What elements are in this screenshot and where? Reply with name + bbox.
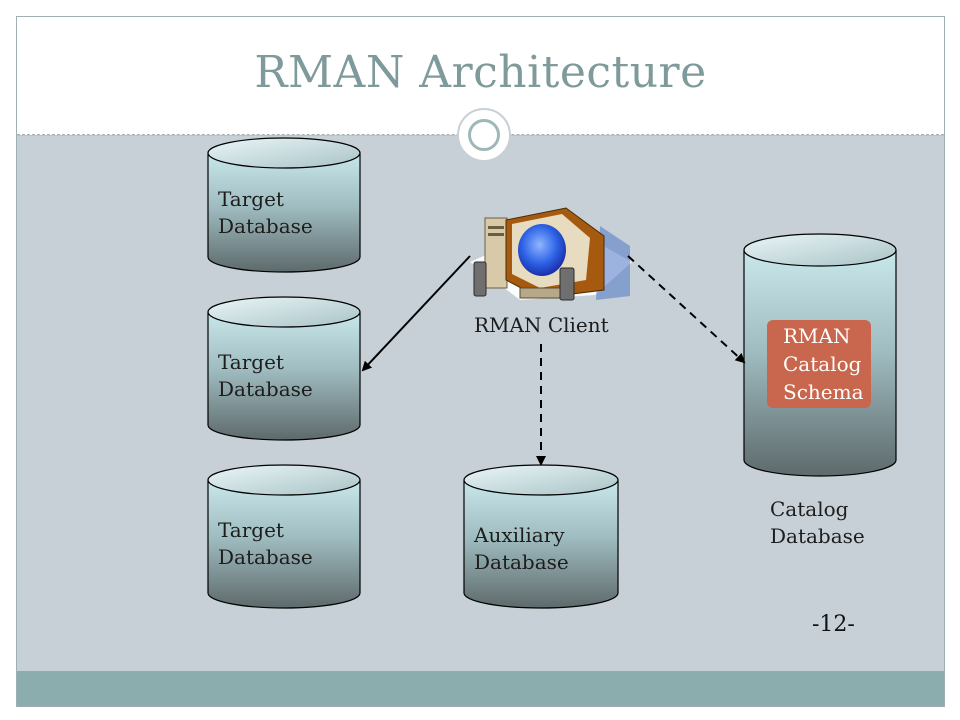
slide-title: RMAN Architecture: [254, 47, 707, 98]
computer-icon: [470, 207, 632, 301]
target-database-1: [207, 137, 361, 273]
target-database-3-label: Target Database: [218, 518, 313, 569]
bottom-bar: [17, 671, 944, 706]
client-to-target-arrow: [361, 255, 471, 372]
rman-catalog-schema-box: RMAN Catalog Schema: [767, 320, 871, 408]
rman-client-label: RMAN Client: [474, 313, 609, 337]
target-database-2-label: Target Database: [218, 350, 313, 401]
client-to-catalog-arrow: [627, 255, 746, 364]
target-database-3: [207, 464, 361, 609]
rman-catalog-schema-label: RMAN Catalog Schema: [783, 324, 864, 404]
page-number: -12-: [812, 612, 855, 637]
target-database-2: [207, 296, 361, 441]
catalog-database-label: Catalog Database: [770, 497, 865, 548]
auxiliary-database-label: Auxiliary Database: [474, 523, 569, 574]
target-database-1-label: Target Database: [218, 187, 313, 238]
ornament-circle: [457, 108, 511, 162]
ornament-ring: [468, 119, 500, 151]
